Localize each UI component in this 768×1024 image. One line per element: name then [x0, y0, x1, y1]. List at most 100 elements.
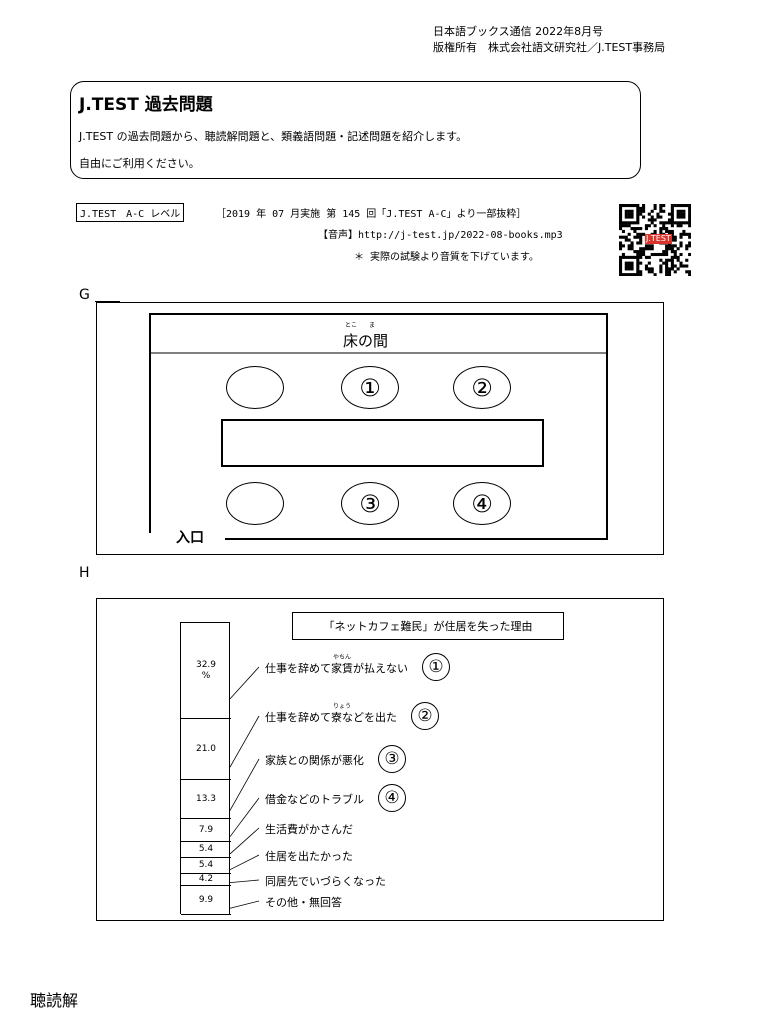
- qr-module: [630, 212, 634, 216]
- qr-module: [685, 221, 689, 225]
- qr-module: [679, 212, 683, 216]
- qr-module: [639, 255, 643, 259]
- seat-blank-1[interactable]: [226, 366, 284, 409]
- bar-value-label: 5.4: [198, 859, 214, 870]
- qr-module: [630, 241, 634, 245]
- qr-module: [627, 232, 631, 236]
- qr-module: [624, 264, 628, 268]
- qr-module: [636, 204, 640, 208]
- qr-module: [636, 206, 640, 210]
- room-title-ruby: とこ ま: [345, 322, 376, 329]
- qr-module: [679, 235, 683, 239]
- bar-segment: 9.9: [181, 886, 231, 915]
- qr-module: [647, 247, 651, 251]
- qr-module: [619, 204, 623, 208]
- qr-module: [670, 255, 674, 259]
- qr-module: [676, 212, 680, 216]
- reason-ruby: りょう: [333, 703, 352, 710]
- qr-module: [679, 264, 683, 268]
- qr-module: [619, 255, 623, 259]
- qr-module: [647, 267, 651, 271]
- intro-description-1: J.TEST の過去問題から、聴読解問題と、類義語問題・記述問題を紹介します。: [79, 130, 468, 143]
- qr-module: [676, 258, 680, 262]
- choice-marker: ①: [422, 653, 450, 681]
- qr-module: [630, 255, 634, 259]
- qr-module: [619, 227, 623, 231]
- qr-module: [679, 204, 683, 208]
- qr-module: [621, 235, 625, 239]
- qr-module: [679, 215, 683, 219]
- qr-module: [630, 204, 634, 208]
- qr-module: [647, 212, 651, 216]
- qr-module: [676, 204, 680, 208]
- qr-module: [636, 267, 640, 271]
- seat-1[interactable]: ①: [341, 366, 399, 409]
- leader-line: [229, 854, 260, 871]
- qr-module: [656, 215, 660, 219]
- qr-module: [650, 218, 654, 222]
- qr-module: [627, 212, 631, 216]
- qr-module: [636, 252, 640, 257]
- qr-module: [656, 212, 660, 216]
- qr-module: [670, 229, 674, 233]
- qr-module: [650, 221, 654, 225]
- qr-module: [670, 212, 674, 216]
- qr-module: [688, 218, 692, 222]
- qr-module: [627, 261, 631, 265]
- seat-3[interactable]: ③: [341, 482, 399, 525]
- qr-module: [621, 204, 625, 208]
- qr-module: [659, 215, 663, 219]
- qr-module: [636, 212, 640, 216]
- qr-module: [619, 244, 623, 248]
- qr-module: [653, 204, 657, 208]
- qr-module: [688, 206, 692, 210]
- section-g-label: G: [79, 287, 90, 303]
- qr-module: [667, 270, 672, 274]
- qr-module: [665, 247, 669, 251]
- section-g-rule: [95, 301, 120, 302]
- header-issue: 日本語ブックス通信 2022年8月号: [433, 25, 604, 38]
- quality-note: ＊ 実際の試験より音質を下げています。: [354, 252, 539, 263]
- audio-link[interactable]: 【音声】http://j-test.jp/2022-08-books.mp3: [318, 230, 563, 241]
- bar-segment: 13.3: [181, 780, 231, 820]
- qr-module: [670, 264, 674, 268]
- qr-module: [688, 235, 692, 239]
- qr-module: [636, 264, 640, 268]
- seat-2[interactable]: ②: [453, 366, 511, 409]
- qr-module: [673, 221, 677, 225]
- qr-module: [679, 209, 683, 213]
- qr-module: [662, 209, 666, 213]
- qr-module: [624, 209, 628, 213]
- qr-module: [688, 232, 692, 236]
- qr-module: [662, 252, 666, 257]
- qr-module: [639, 250, 643, 254]
- qr-module: [619, 261, 623, 265]
- qr-module: [624, 235, 628, 239]
- choice-marker: ③: [378, 745, 406, 773]
- seat-blank-2[interactable]: [226, 482, 284, 525]
- qr-module: [624, 238, 628, 242]
- qr-module: [662, 221, 666, 225]
- qr-module: [685, 244, 689, 248]
- chart-title: 「ネットカフェ難民」が住居を失った理由: [292, 612, 564, 640]
- qr-module: [665, 264, 669, 268]
- qr-module: [619, 258, 623, 262]
- qr-module: [639, 206, 643, 210]
- qr-module: [665, 250, 669, 254]
- qr-module: [619, 218, 623, 222]
- qr-module: [647, 261, 651, 265]
- qr-code-image[interactable]: J.TEST: [619, 204, 692, 277]
- qr-module: [621, 255, 625, 259]
- bar-value-label: 5.4: [198, 844, 214, 855]
- seating-diagram-frame: とこ ま 床の間 ① ② ③ ④ 入口: [96, 302, 664, 555]
- qr-module: [636, 227, 640, 231]
- bar-segment: 5.4: [181, 858, 231, 874]
- seat-4[interactable]: ④: [453, 482, 511, 525]
- bar-segment: 21.0: [181, 719, 231, 781]
- qr-module: [682, 209, 686, 213]
- table: [221, 419, 544, 467]
- qr-module: [636, 273, 640, 277]
- bar-value-label: 4.2: [198, 873, 214, 884]
- qr-module: [642, 252, 646, 257]
- qr-logo-label: J.TEST: [645, 234, 672, 244]
